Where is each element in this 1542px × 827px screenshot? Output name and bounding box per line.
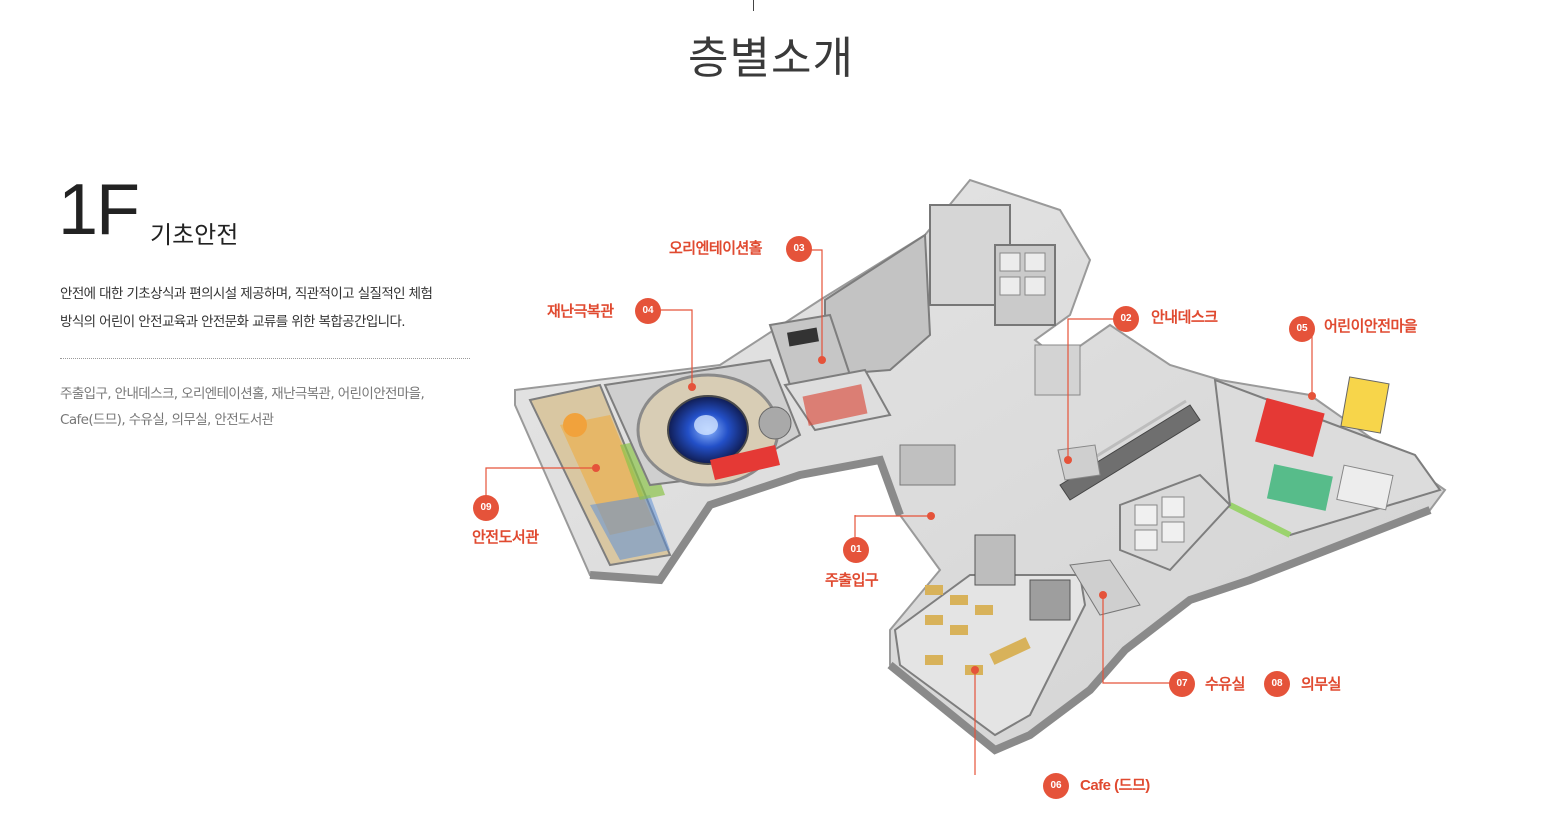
floor-description-line: 안전에 대한 기초상식과 편의시설 제공하며, 직관적이고 실질적인 체험 xyxy=(60,286,433,302)
map-marker-01[interactable]: 01 xyxy=(843,537,869,563)
callout-dots xyxy=(592,356,1316,674)
cafe-area xyxy=(893,534,1087,737)
map-label-main-entrance[interactable]: 주출입구 xyxy=(825,571,879,589)
map-label-orientation-hall[interactable]: 오리엔테이션홀 xyxy=(669,239,763,257)
floor-number: 1F xyxy=(58,170,140,250)
map-marker-09[interactable]: 09 xyxy=(473,495,499,521)
map-marker-02[interactable]: 02 xyxy=(1113,306,1139,332)
map-label-info-desk[interactable]: 안내데스크 xyxy=(1151,308,1218,326)
lobby-details xyxy=(899,344,1201,501)
map-marker-03[interactable]: 03 xyxy=(786,236,812,262)
map-label-safety-library[interactable]: 안전도서관 xyxy=(472,528,539,546)
orientation-hall xyxy=(768,313,892,432)
title-divider-line xyxy=(753,0,754,11)
nursing-medical-rooms xyxy=(1069,559,1141,616)
map-marker-07[interactable]: 07 xyxy=(1169,671,1195,697)
disaster-hall xyxy=(603,358,802,487)
facility-list: 주출입구, 안내데스크, 오리엔테이션홀, 재난극복관, 어린이안전마을, Ca… xyxy=(60,381,480,433)
page-title: 층별소개 xyxy=(688,33,854,84)
map-label-cafe[interactable]: Cafe (드므) xyxy=(1080,777,1150,794)
kids-village xyxy=(1213,376,1442,538)
callout-lines xyxy=(485,249,1313,775)
map-marker-04[interactable]: 04 xyxy=(635,298,661,324)
facility-list-line: Cafe(드므), 수유실, 의무실, 안전도서관 xyxy=(60,412,274,428)
map-marker-05[interactable]: 05 xyxy=(1289,316,1315,342)
restroom-block xyxy=(1119,473,1232,572)
map-marker-08[interactable]: 08 xyxy=(1264,671,1290,697)
map-label-nursing-room[interactable]: 수유실 xyxy=(1205,675,1245,693)
floor-description: 안전에 대한 기초상식과 편의시설 제공하며, 직관적이고 실질적인 체험 방식… xyxy=(60,280,480,336)
outer-wall xyxy=(589,455,904,585)
map-marker-06[interactable]: 06 xyxy=(1043,773,1069,799)
outer-wall xyxy=(887,506,1432,755)
floor-map-illustration xyxy=(485,178,1447,775)
floor-name: 기초안전 xyxy=(150,221,239,249)
map-label-medical-room[interactable]: 의무실 xyxy=(1301,675,1341,693)
map-label-kids-village[interactable]: 어린이안전마을 xyxy=(1324,317,1418,335)
floor-description-line: 방식의 어린이 안전교육과 안전문화 교류를 위한 복합공간입니다. xyxy=(60,314,406,330)
map-label-disaster-hall[interactable]: 재난극복관 xyxy=(547,302,614,320)
rear-rooms xyxy=(824,204,1056,377)
section-divider xyxy=(60,358,470,359)
facility-list-line: 주출입구, 안내데스크, 오리엔테이션홀, 재난극복관, 어린이안전마을, xyxy=(60,386,425,402)
